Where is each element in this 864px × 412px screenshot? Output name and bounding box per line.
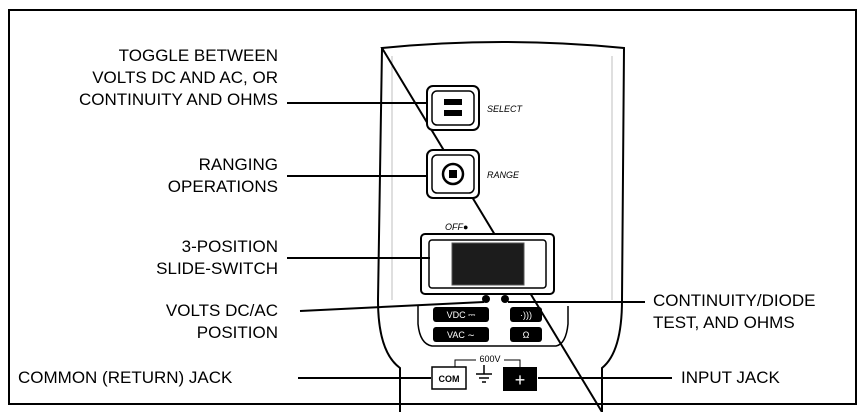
label-toggle-line2: VOLTS DC AND AC, OR: [92, 68, 278, 87]
ground-icon: [476, 365, 492, 383]
svg-text:COM: COM: [439, 374, 460, 384]
label-continuity-line1: CONTINUITY/DIODE: [653, 291, 816, 310]
select-bar-bottom: [444, 110, 462, 116]
voltage-label: 600V: [479, 354, 500, 364]
com-jack[interactable]: COM: [431, 366, 467, 390]
label-volts-line1: VOLTS DC/AC: [165, 301, 278, 320]
label-ranging: RANGING OPERATIONS: [168, 154, 278, 198]
continuity-badge: ·))): [510, 307, 542, 322]
svg-text:Ω: Ω: [523, 330, 530, 340]
label-slide-line2: SLIDE-SWITCH: [156, 259, 278, 278]
label-common-line: COMMON (RETURN) JACK: [18, 368, 233, 387]
range-label: RANGE: [487, 170, 520, 180]
label-volts-position: VOLTS DC/AC POSITION: [166, 300, 278, 344]
svg-text:+: +: [515, 370, 526, 390]
label-input-jack: INPUT JACK: [681, 367, 780, 389]
slide-switch-knob: [452, 243, 524, 285]
label-toggle-line3: CONTINUITY AND OHMS: [79, 90, 278, 109]
leader-volts: [299, 301, 485, 312]
select-label: SELECT: [487, 104, 524, 114]
label-volts-line2: POSITION: [196, 323, 278, 342]
label-ranging-line2: OPERATIONS: [167, 177, 278, 196]
meter-body-inner: [391, 56, 613, 300]
ohm-badge: Ω: [510, 327, 542, 342]
range-button[interactable]: [426, 149, 480, 199]
select-bar-top: [444, 99, 462, 105]
svg-text:·))): ·))): [520, 310, 532, 320]
input-jack[interactable]: +: [503, 367, 537, 391]
svg-text:VDC ⎓: VDC ⎓: [447, 310, 476, 320]
off-label: OFF●: [445, 222, 468, 232]
position-dot-volts: [482, 295, 490, 303]
label-input-line: INPUT JACK: [681, 368, 780, 387]
label-toggle: TOGGLE BETWEEN VOLTS DC AND AC, OR CONTI…: [79, 45, 278, 111]
label-slide-line1: 3-POSITION: [181, 237, 278, 256]
select-button[interactable]: [426, 85, 480, 131]
position-dot-continuity: [501, 295, 509, 303]
label-continuity: CONTINUITY/DIODE TEST, AND OHMS: [653, 290, 815, 334]
slide-switch[interactable]: [420, 233, 555, 295]
meter-body: [376, 41, 626, 412]
mode-panel: [417, 306, 569, 347]
vdc-badge: VDC ⎓: [433, 307, 489, 322]
diagram-border: [8, 9, 857, 405]
label-ranging-line1: RANGING: [198, 155, 278, 174]
label-continuity-line2: TEST, AND OHMS: [653, 313, 795, 332]
label-slide: 3-POSITION SLIDE-SWITCH: [156, 236, 278, 280]
svg-text:VAC ∼: VAC ∼: [447, 330, 475, 340]
vac-badge: VAC ∼: [433, 327, 489, 342]
label-toggle-line1: TOGGLE BETWEEN: [118, 46, 278, 65]
label-common-jack: COMMON (RETURN) JACK: [18, 367, 232, 389]
